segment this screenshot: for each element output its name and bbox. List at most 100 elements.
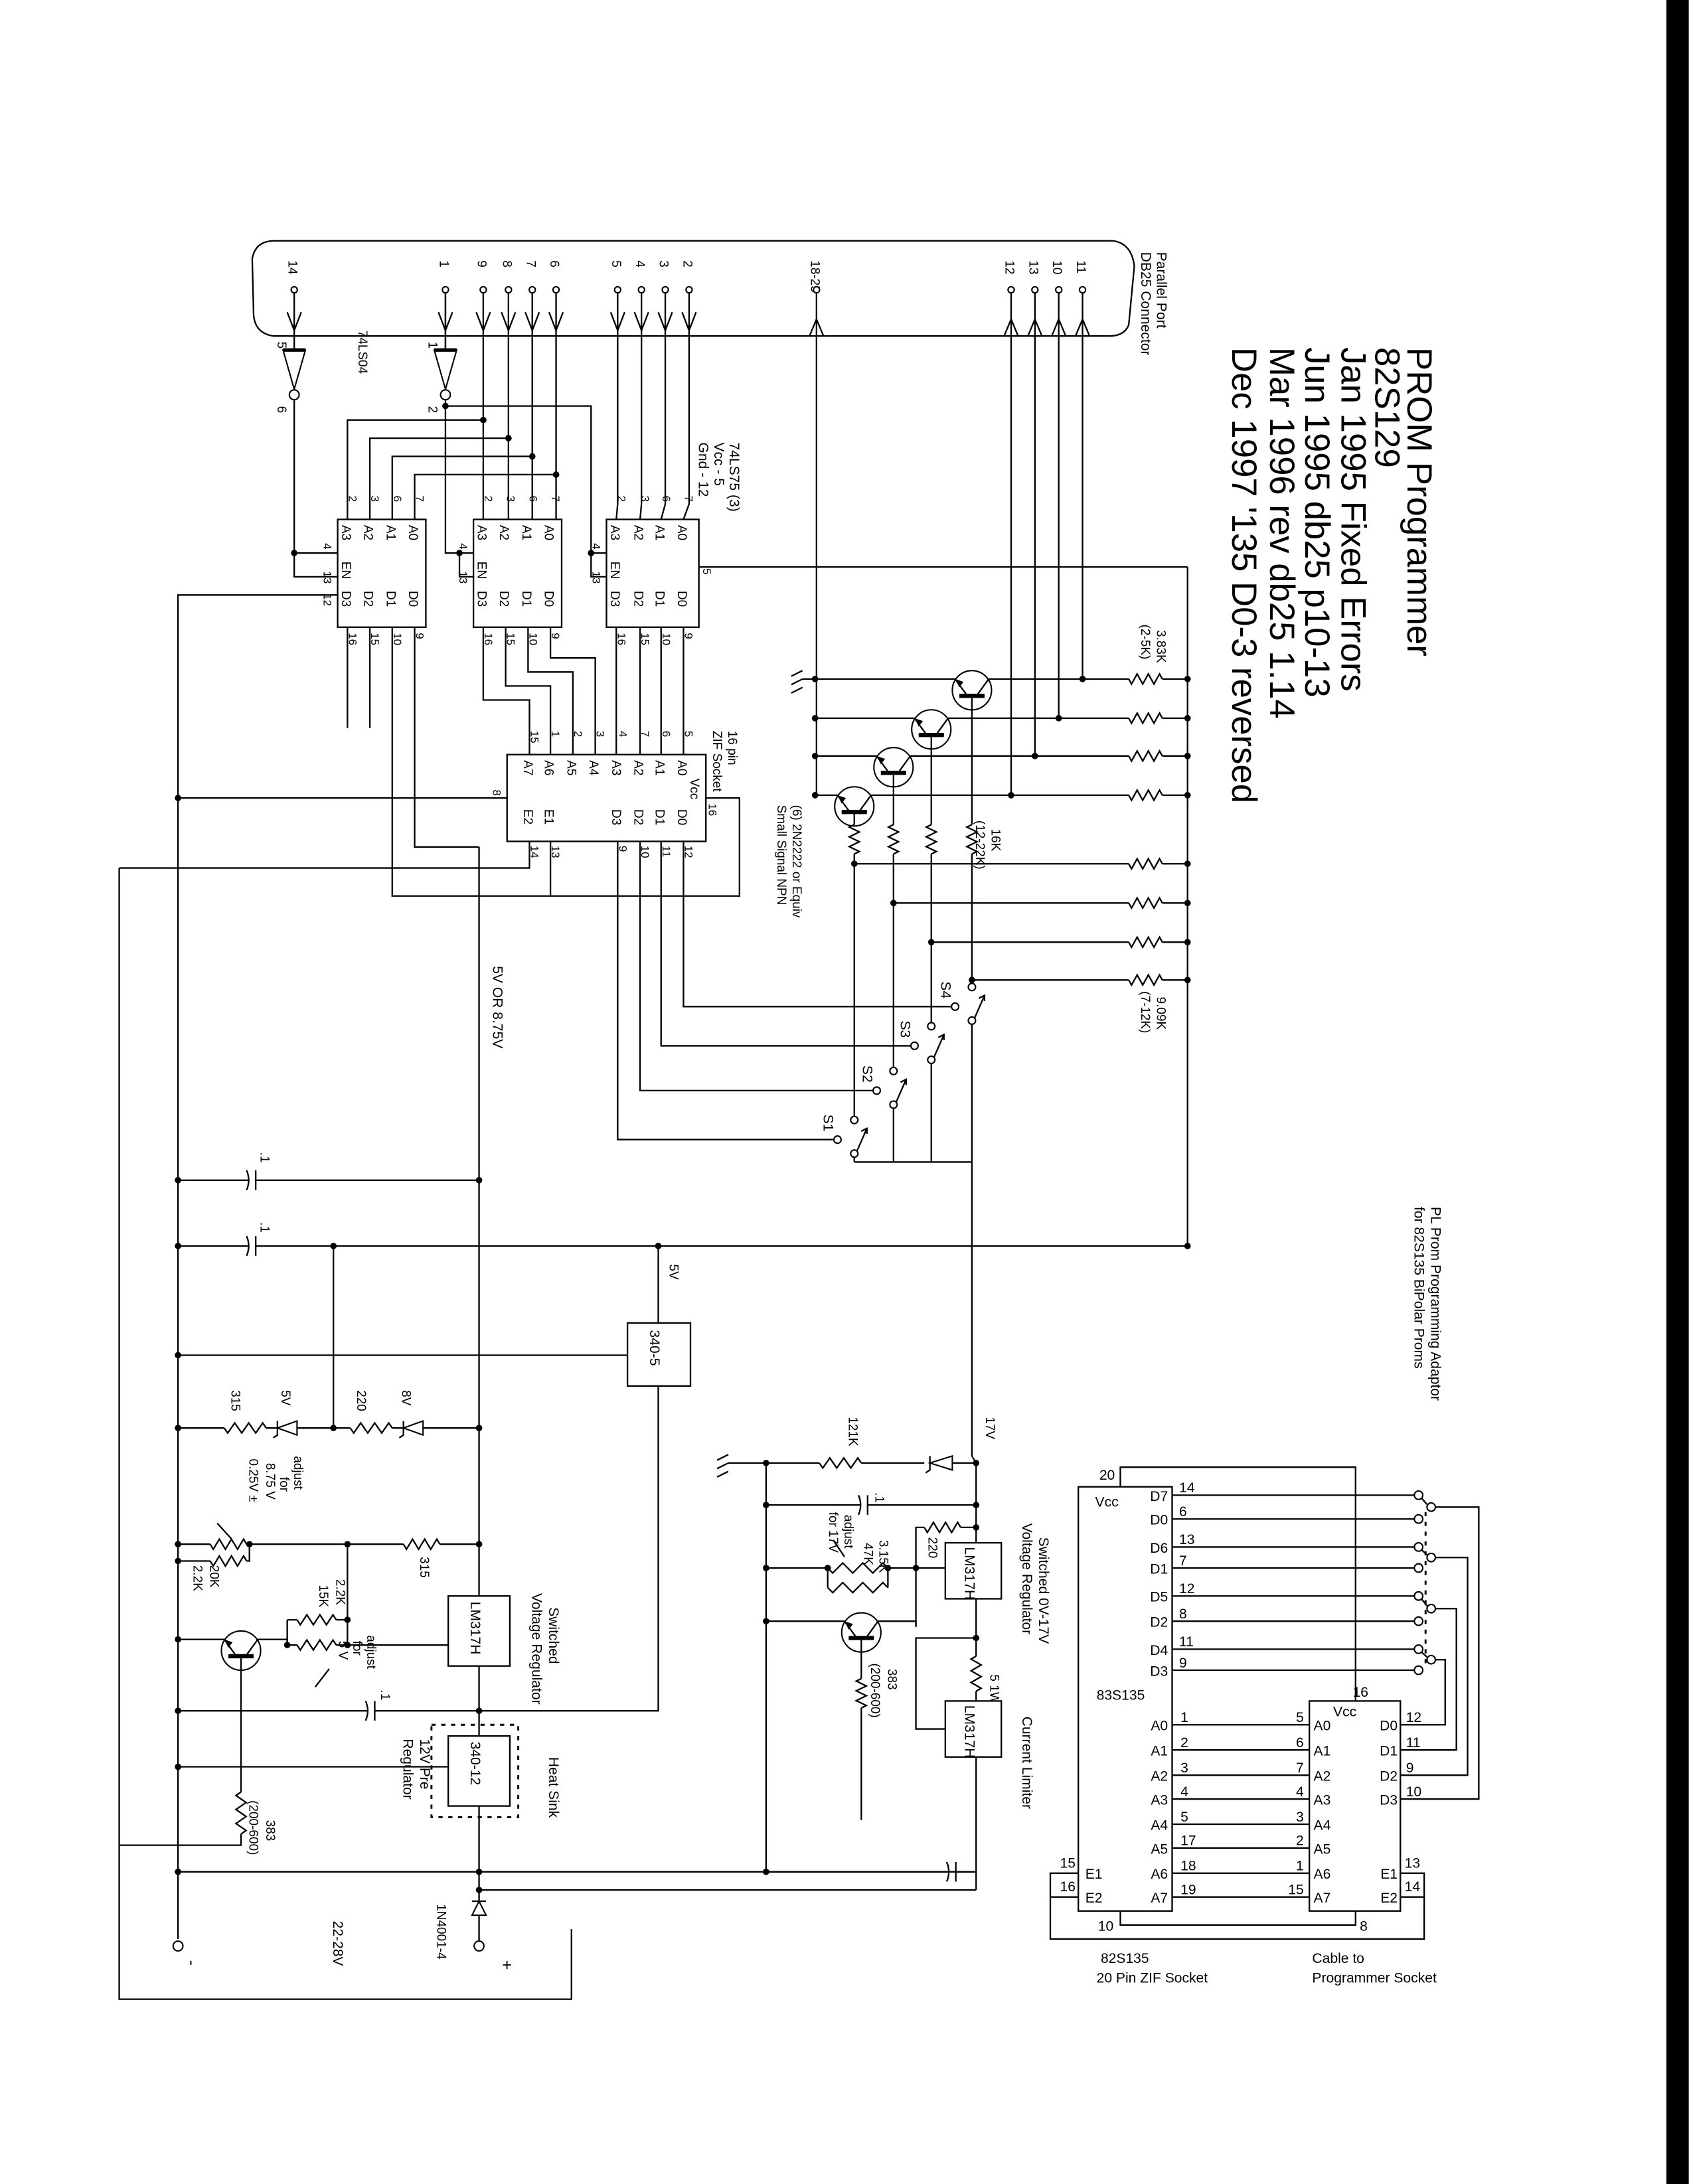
junction-dot <box>1031 752 1038 759</box>
latch-pin-label: D0 <box>406 591 420 607</box>
value-label: 315 <box>417 1557 431 1578</box>
value-label: 5V <box>278 1390 292 1406</box>
switch-label: S4 <box>938 981 953 998</box>
transistor-collector <box>246 1638 259 1656</box>
junction-dot <box>175 1636 181 1643</box>
pin-number: 8 <box>1360 1918 1368 1934</box>
latch-pin-label: A1 <box>519 525 533 540</box>
pin-number: 1 <box>1180 1710 1188 1725</box>
pin-number: 6 <box>660 496 673 502</box>
terminal <box>1413 1563 1424 1573</box>
pin-number: 3 <box>639 496 651 502</box>
pin-number: 1 <box>549 731 562 737</box>
adjust-arrow <box>216 1522 232 1539</box>
pin-number: 2 <box>482 496 495 502</box>
zif-pin-label: A6 <box>542 760 556 775</box>
wire <box>246 1544 250 1562</box>
db25-pin-number: 3 <box>657 260 671 268</box>
pin-number: 3 <box>1296 1810 1304 1825</box>
pin-number: 13 <box>549 846 562 858</box>
terminal <box>1413 1542 1424 1552</box>
chip-pin-label: E1 <box>1380 1867 1398 1882</box>
latch-pin-label: A2 <box>497 525 511 540</box>
note-label: Regulator <box>400 1739 416 1799</box>
adjust-arrow <box>314 1668 330 1688</box>
value-label: (200-600) <box>246 1800 260 1855</box>
part-label: LM317H <box>961 1547 977 1600</box>
note-label: 12V Pre <box>417 1739 432 1789</box>
chip-pin-label: E2 <box>1086 1891 1103 1906</box>
connector-label: DB25 Connector <box>1138 252 1153 356</box>
latch-pin-label: D3 <box>474 591 488 607</box>
pin-number: 4 <box>1296 1784 1304 1800</box>
value-label: (12-22K) <box>973 820 987 870</box>
zif-pin-label: E1 <box>542 809 556 824</box>
terminal <box>288 389 300 401</box>
pin-number: 12 <box>1179 1581 1194 1597</box>
terminal <box>1413 1665 1424 1676</box>
chip-pin-label: D3 <box>1380 1792 1398 1808</box>
db25-pin-number: 4 <box>633 260 647 268</box>
wire <box>479 1385 659 1712</box>
value-label: 5 1W <box>987 1674 1001 1703</box>
title-line: Mar 1996 rev db25 1.14 <box>1262 347 1301 719</box>
wire <box>878 1620 917 1627</box>
pin-number: 15 <box>505 633 517 645</box>
resistor <box>886 824 901 855</box>
transistor-collector <box>859 795 872 811</box>
note-label: for <box>350 1641 364 1656</box>
junction-dot <box>291 550 298 556</box>
junction-dot <box>1079 676 1086 682</box>
pin-number: 2 <box>572 731 584 737</box>
db25-pin-number: 7 <box>523 260 537 268</box>
terminal <box>889 1100 898 1109</box>
value-label: 8V <box>399 1390 413 1406</box>
latch-pin-label: A3 <box>474 525 488 540</box>
chip-pin-label: A1 <box>1151 1744 1168 1759</box>
junction-dot <box>475 1541 483 1548</box>
terminal <box>850 1149 859 1158</box>
pin-number: 10 <box>391 633 404 645</box>
pin-number: 12 <box>683 846 695 858</box>
chip-pin-label: A1 <box>1314 1744 1331 1759</box>
pin-number: 1 <box>1296 1859 1304 1874</box>
resistor <box>1128 711 1163 725</box>
terminal <box>1426 1552 1437 1563</box>
junction-dot <box>811 676 819 682</box>
junction-dot <box>475 1425 483 1432</box>
note-label: for <box>277 1477 291 1492</box>
chip-pin-label: E2 <box>1380 1891 1398 1906</box>
pin-number: 2 <box>426 406 440 414</box>
pin-number: 4 <box>457 543 469 549</box>
ground-rail <box>177 594 338 1939</box>
db25-pin-number: 18-25 <box>807 260 821 293</box>
junction-dot <box>588 550 595 556</box>
junction-dot <box>175 1707 181 1715</box>
pin-number: 7 <box>1179 1553 1187 1569</box>
pin-number: 7 <box>1296 1760 1304 1776</box>
chip-pin-label: A0 <box>1314 1719 1331 1734</box>
chip-pin-label: Vcc <box>1095 1494 1119 1510</box>
latch-pin-label: A2 <box>361 525 375 540</box>
emitter-arrow <box>876 755 886 765</box>
pin-number: 10 <box>639 846 651 858</box>
wire <box>590 553 607 578</box>
pin-number: 9 <box>1179 1656 1187 1671</box>
switch-lever <box>1420 1598 1428 1606</box>
terminal <box>927 1022 936 1031</box>
resistor <box>296 1638 337 1652</box>
zener-diode <box>398 1421 404 1439</box>
terminal <box>661 285 669 294</box>
pin-number: 7 <box>639 731 651 737</box>
wire <box>119 841 530 869</box>
latch-pin-label: D1 <box>519 591 533 607</box>
junction-dot <box>175 1541 181 1548</box>
db25-pin-number: 12 <box>1003 260 1016 274</box>
part-label: 83S135 <box>1097 1687 1145 1703</box>
db25-pin-number: 10 <box>1050 260 1064 274</box>
wire <box>445 405 592 554</box>
wire <box>615 292 619 520</box>
junction-dot <box>505 435 512 441</box>
value-label: 383 <box>884 1669 898 1690</box>
title-line: 82S129 <box>1367 347 1406 468</box>
